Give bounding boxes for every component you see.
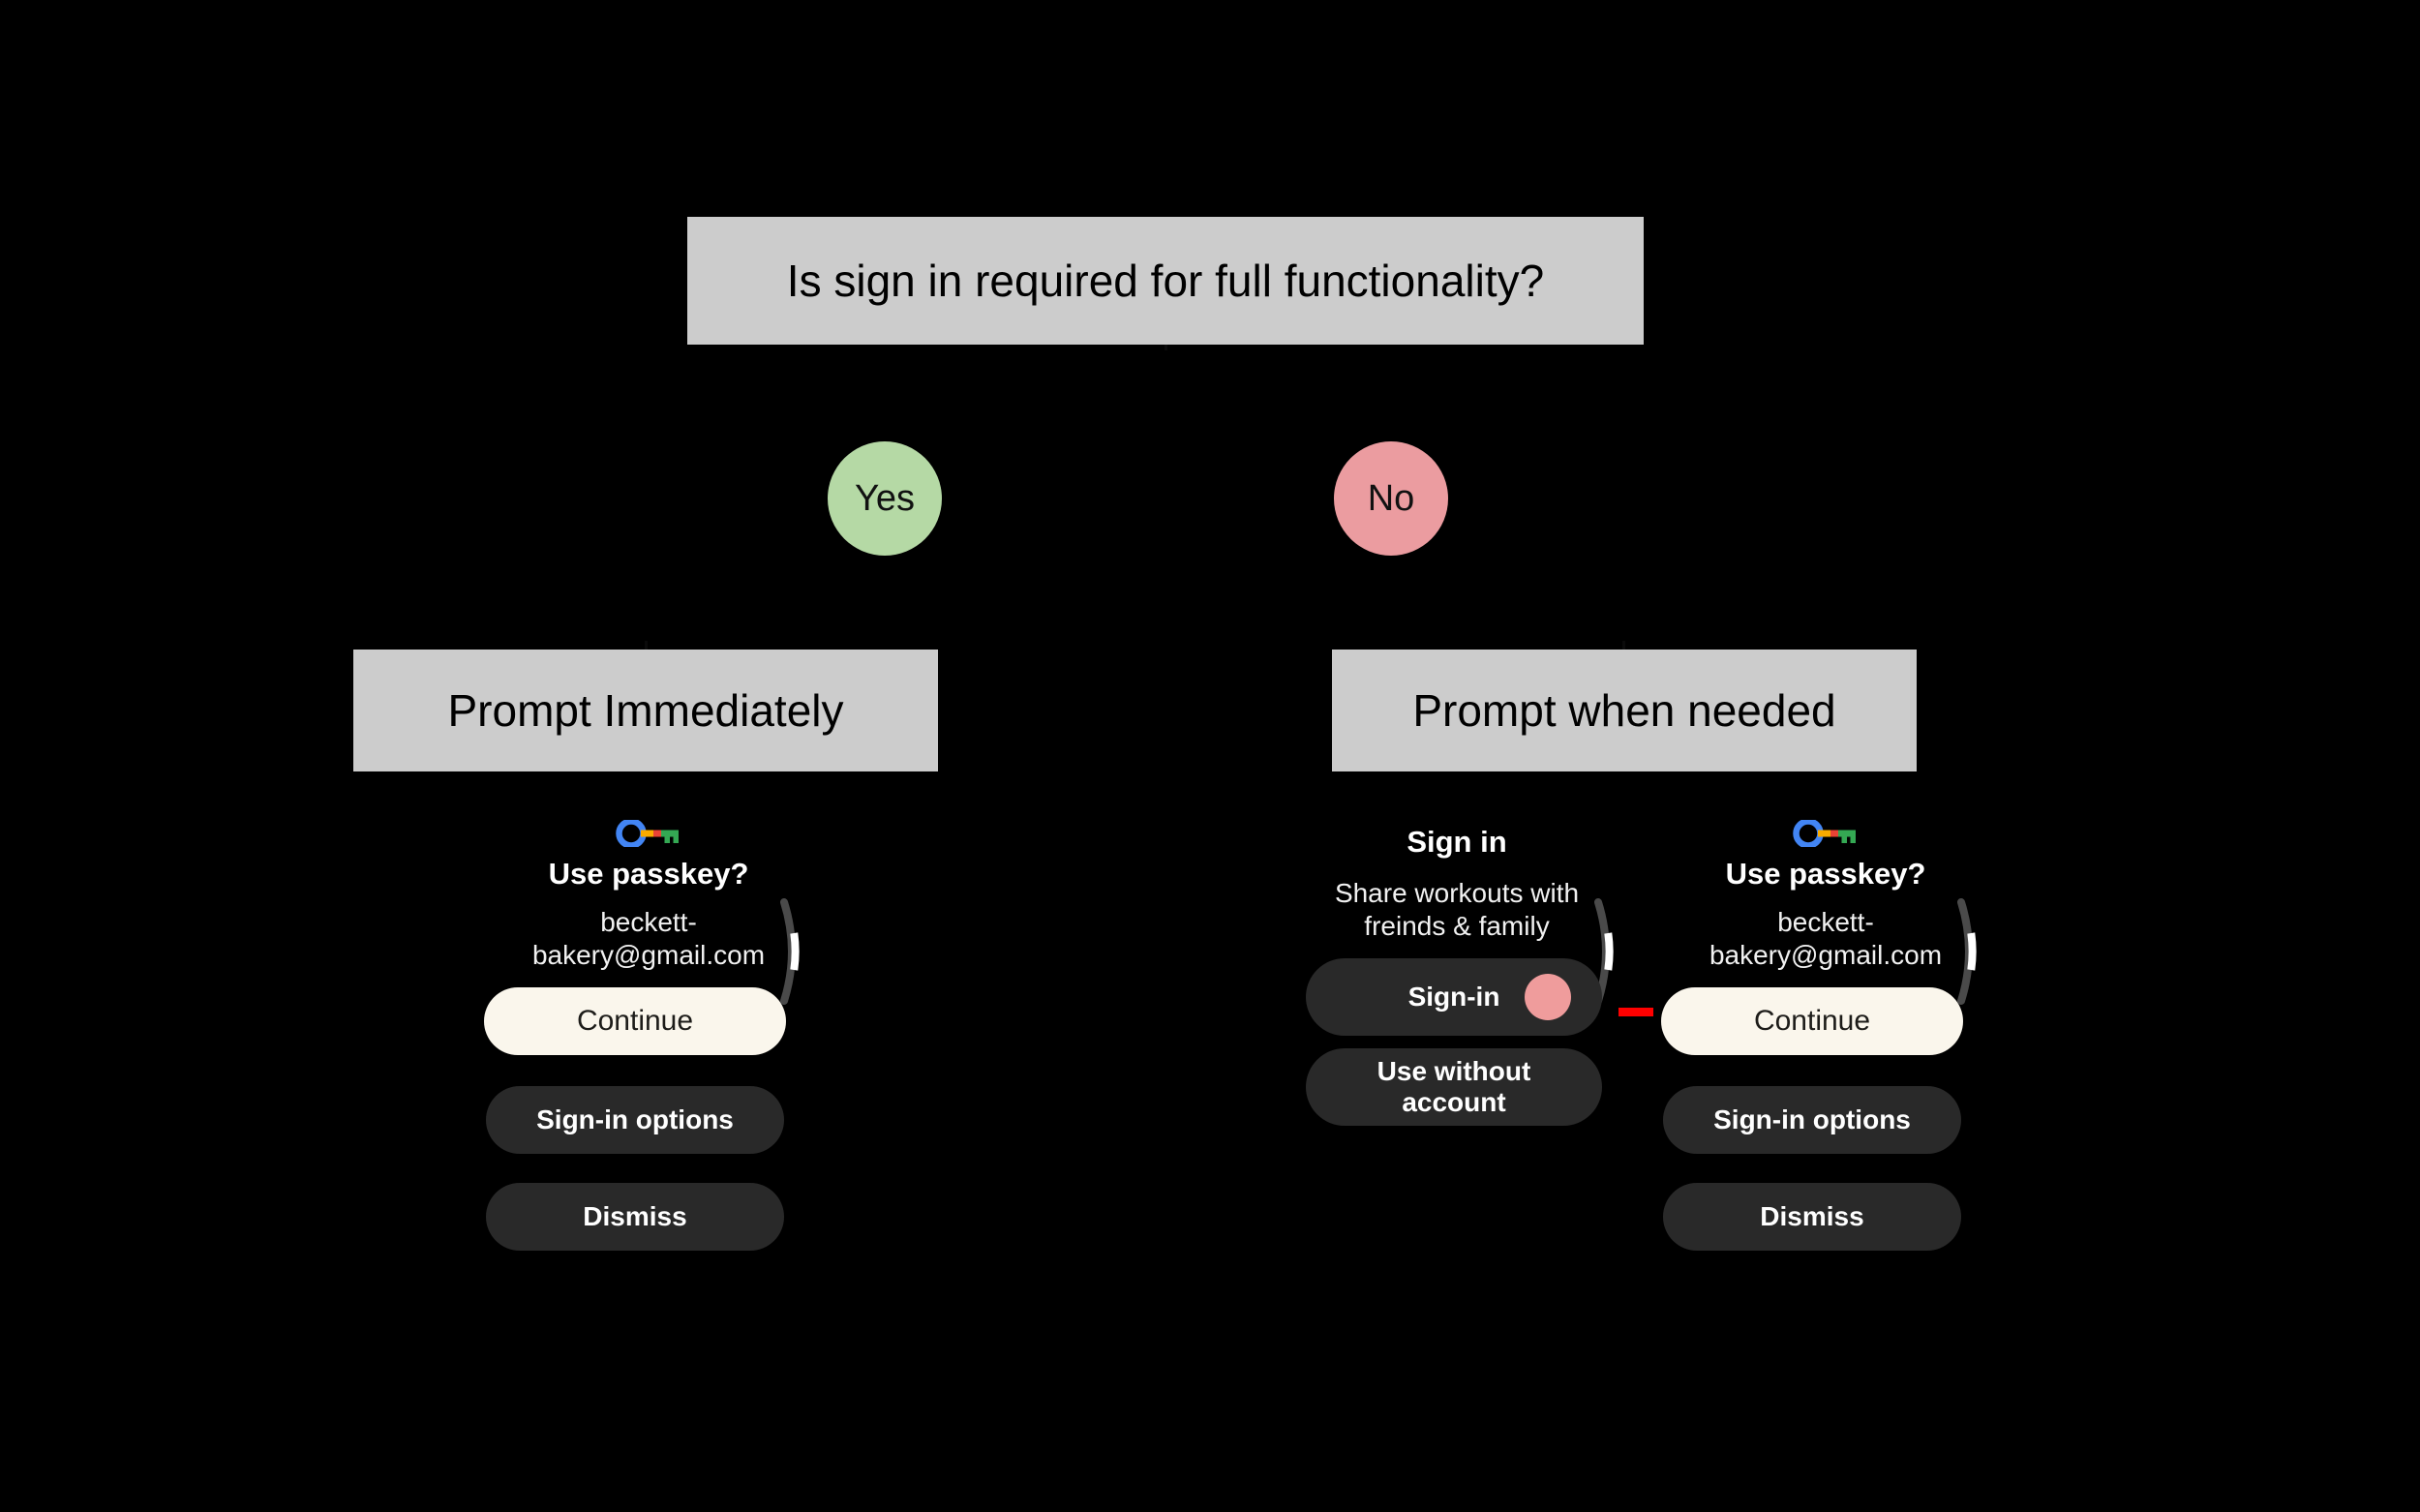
- passkey-account-right: beckett-bakery@gmail.com: [1709, 907, 1943, 971]
- watch-mockup-middle-signin: Sign in Share workouts with freinds & fa…: [1302, 808, 1631, 1312]
- sign-in-options-button-right[interactable]: Sign-in options: [1663, 1086, 1961, 1154]
- edge-yes-to-prompt-immediately: [645, 641, 648, 650]
- signin-subtitle: Share workouts with freinds & family: [1334, 878, 1580, 942]
- signin-title: Sign in: [1407, 825, 1507, 859]
- passkey-account-left: beckett-bakery@gmail.com: [531, 907, 766, 971]
- edge-question-to-no: [1165, 345, 1167, 350]
- dismiss-button-left[interactable]: Dismiss: [486, 1183, 784, 1251]
- scroll-indicator-left[interactable]: [776, 898, 811, 1005]
- scroll-indicator-right[interactable]: [1953, 898, 1988, 1005]
- use-without-account-button[interactable]: Use without account: [1306, 1048, 1602, 1126]
- passkey-title-right: Use passkey?: [1725, 857, 1926, 891]
- sign-in-button-middle[interactable]: Sign-in: [1306, 958, 1602, 1036]
- passkey-title-left: Use passkey?: [548, 857, 749, 891]
- sign-in-button-label: Sign-in: [1407, 981, 1500, 1012]
- branch-label-no: No: [1334, 441, 1448, 556]
- branch-label-yes: Yes: [828, 441, 942, 556]
- continue-button-left[interactable]: Continue: [484, 987, 786, 1055]
- use-without-account-label: Use without account: [1376, 1055, 1531, 1117]
- passkey-key-icon: [1792, 818, 1860, 849]
- watch-mockup-right-passkey: Use passkey? beckett-bakery@gmail.com Co…: [1653, 808, 1982, 1312]
- passkey-key-icon: [615, 818, 682, 849]
- decision-question-box: Is sign in required for full functionali…: [687, 217, 1644, 345]
- outcome-box-prompt-immediately: Prompt Immediately: [353, 650, 938, 771]
- outcome-box-prompt-when-needed: Prompt when needed: [1332, 650, 1917, 771]
- continue-button-right[interactable]: Continue: [1661, 987, 1963, 1055]
- dismiss-button-right[interactable]: Dismiss: [1663, 1183, 1961, 1251]
- sign-in-options-button-left[interactable]: Sign-in options: [486, 1086, 784, 1154]
- watch-mockup-left-passkey: Use passkey? beckett-bakery@gmail.com Co…: [484, 808, 813, 1312]
- edge-no-to-prompt-when-needed: [1622, 641, 1625, 650]
- sign-in-status-dot: [1525, 974, 1571, 1020]
